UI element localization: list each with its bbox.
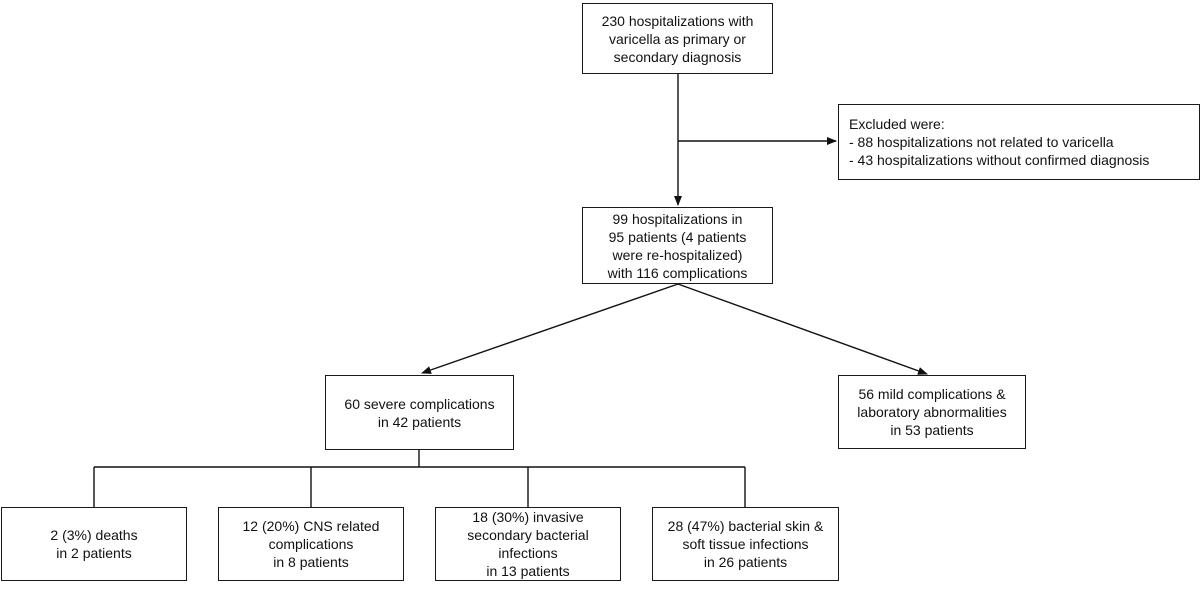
box-invasive-infections: 18 (30%) invasive secondary bacterial in… [435, 507, 621, 581]
box-text-line: secondary diagnosis [613, 48, 742, 65]
box-text-line: 2 (3%) deaths [50, 527, 138, 543]
box-text-line: 56 mild complications & [858, 386, 1006, 402]
box-text-line: 18 (30%) invasive [472, 509, 584, 525]
box-text-line: in 2 patients [56, 545, 132, 561]
box-text-line: - 43 hospitalizations without confirmed … [849, 152, 1150, 168]
box-text-line: laboratory abnormalities [857, 404, 1007, 420]
arrow-middle-to-mild [677, 283, 928, 375]
box-mild-complications: 56 mild complications & laboratory abnor… [838, 375, 1026, 449]
box-included-hospitalizations: 99 hospitalizations in 95 patients (4 pa… [582, 207, 773, 284]
box-text-line: Excluded were: [849, 116, 945, 132]
box-deaths: 2 (3%) deaths in 2 patients [1, 507, 187, 581]
box-text-line: in 26 patients [703, 554, 788, 570]
box-text-line: in 8 patients [273, 554, 349, 570]
box-text-line: varicella as primary or [609, 30, 746, 47]
box-text-line: - 88 hospitalizations not related to var… [849, 134, 1114, 150]
box-text-line: 28 (47%) bacterial skin & [667, 518, 824, 534]
box-text-line: 95 patients (4 patients [608, 228, 747, 245]
box-text-line: infections [498, 545, 558, 561]
box-text-line: 230 hospitalizations with [601, 12, 754, 29]
box-excluded: Excluded were: - 88 hospitalizations not… [838, 104, 1200, 180]
box-text-line: 99 hospitalizations in [612, 210, 743, 227]
box-text-line: were re-hospitalized) [612, 246, 743, 263]
box-text-line: in 13 patients [486, 563, 570, 579]
box-text-line: secondary bacterial [467, 527, 589, 543]
box-text-line: soft tissue infections [682, 536, 809, 552]
box-cns-complications: 12 (20%) CNS related complications in 8 … [218, 507, 404, 581]
box-text-line: in 42 patients [377, 413, 462, 430]
box-total-hospitalizations: 230 hospitalizations with varicella as p… [582, 3, 773, 74]
box-text-line: in 53 patients [890, 422, 974, 438]
box-text-line: 60 severe complications [344, 395, 495, 412]
box-skin-infections: 28 (47%) bacterial skin & soft tissue in… [652, 507, 839, 581]
box-severe-complications: 60 severe complications in 42 patients [325, 375, 514, 450]
box-text-line: with 116 complications [607, 264, 748, 281]
box-text-line: 12 (20%) CNS related [242, 518, 380, 534]
box-text-line: complications [268, 536, 354, 552]
arrow-middle-to-severe [421, 283, 679, 374]
